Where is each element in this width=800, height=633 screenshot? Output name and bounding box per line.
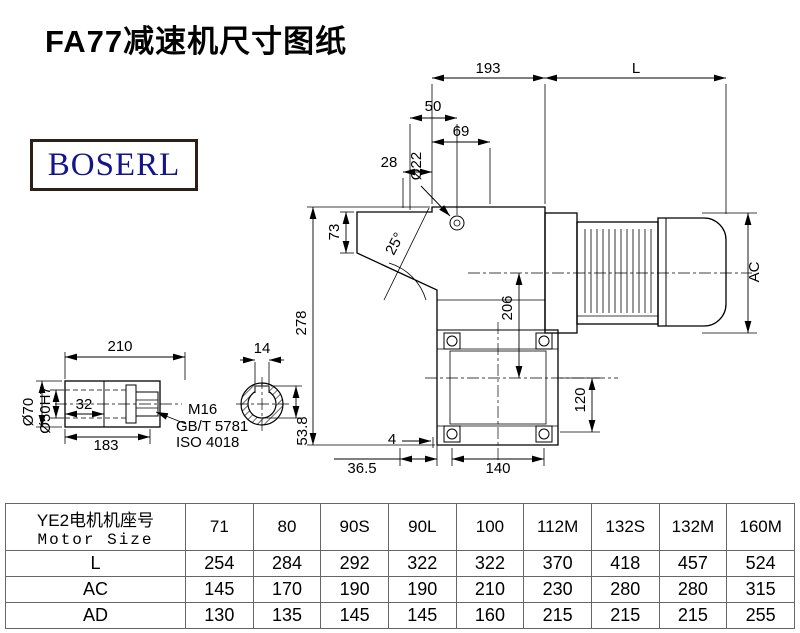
dim-value: 370 — [523, 550, 592, 577]
centerlines — [55, 272, 752, 468]
brand-logo: BOSERL — [30, 139, 198, 191]
table-header-en: Motor Size — [37, 530, 154, 549]
flange-bolt-holes — [443, 332, 553, 443]
table-row-L: L 254 284 292 322 322 370 418 457 524 — [5, 550, 795, 577]
dim-label-angle: 25° — [382, 230, 408, 258]
dim-label-120: 120 — [572, 387, 589, 412]
dim-value: 215 — [523, 602, 592, 629]
table-header-cell: YE2电机机座号 Motor Size — [5, 503, 186, 551]
dim-label-14: 14 — [254, 340, 271, 357]
dim-value: 135 — [252, 602, 322, 629]
dim-label-AC: AC — [746, 261, 763, 282]
dim-label-L: L — [632, 60, 640, 77]
mounting-hole — [449, 215, 465, 231]
dim-label-dia50: Ø50H7 — [37, 386, 54, 434]
dim-value: 418 — [590, 550, 660, 577]
dim-value: 284 — [252, 550, 322, 577]
dim-value: 322 — [387, 550, 457, 577]
dim-label-183: 183 — [93, 437, 118, 454]
dim-label-4: 4 — [388, 431, 396, 448]
hole-leader-line — [420, 185, 451, 217]
dim-value: 130 — [185, 602, 254, 629]
dim-value: 210 — [455, 576, 525, 603]
motor-size-col: 112M — [523, 503, 592, 551]
standard-gb-label: GB/T 5781 — [176, 418, 248, 435]
dim-value: 255 — [726, 602, 795, 629]
dim-label-73: 73 — [326, 224, 343, 241]
motor-cooling-fins — [581, 229, 655, 313]
dim-value: 254 — [185, 550, 254, 577]
dim-label-36-5: 36.5 — [347, 460, 376, 477]
dim-value: 292 — [320, 550, 389, 577]
row-label: AD — [5, 602, 186, 629]
motor-size-col: 132S — [590, 503, 660, 551]
motor — [544, 212, 727, 334]
dim-label-53-8: 53.8 — [294, 416, 311, 445]
dim-value: 280 — [658, 576, 728, 603]
dim-value: 280 — [590, 576, 660, 603]
row-label: AC — [5, 576, 186, 603]
motor-size-col: 160M — [726, 503, 795, 551]
dim-label-193: 193 — [475, 60, 500, 77]
dim-label-hole-dia: Ø22 — [408, 152, 425, 180]
dim-value: 524 — [726, 550, 795, 577]
dim-label-210: 210 — [107, 338, 132, 355]
dim-label-278: 278 — [293, 310, 310, 335]
motor-size-table: YE2电机机座号 Motor Size 71 80 90S 90L 100 11… — [5, 503, 795, 629]
dim-value: 190 — [387, 576, 457, 603]
dim-value: 322 — [455, 550, 525, 577]
dim-value: 190 — [320, 576, 389, 603]
table-header-cn: YE2电机机座号 — [36, 510, 155, 530]
motor-size-col: 100 — [455, 503, 525, 551]
table-header-row: YE2电机机座号 Motor Size 71 80 90S 90L 100 11… — [5, 503, 795, 551]
dim-value: 215 — [590, 602, 660, 629]
dim-label-50: 50 — [425, 98, 442, 115]
table-row-AC: AC 145 170 190 190 210 230 280 280 315 — [5, 576, 795, 603]
brand-logo-text: BOSERL — [47, 146, 181, 183]
page-title: FA77减速机尺寸图纸 — [45, 24, 348, 59]
motor-size-col: 80 — [252, 503, 322, 551]
dim-value: 145 — [320, 602, 389, 629]
dim-value: 215 — [658, 602, 728, 629]
dim-label-dia70: Ø70 — [20, 398, 37, 426]
dimension-labels: 193 L 50 69 28 Ø22 73 25° 278 206 AC 120… — [20, 60, 763, 477]
dim-label-206: 206 — [499, 295, 516, 320]
table-row-AD: AD 130 135 145 145 160 215 215 215 255 — [5, 602, 795, 629]
extension-lines — [36, 84, 757, 466]
dim-value: 457 — [658, 550, 728, 577]
standard-iso-label: ISO 4018 — [176, 434, 239, 451]
bolt-leader-line — [155, 411, 187, 425]
dim-label-69: 69 — [453, 123, 470, 140]
motor-size-col: 71 — [185, 503, 254, 551]
dim-label-28: 28 — [381, 154, 398, 171]
dim-value: 145 — [185, 576, 254, 603]
dim-value: 315 — [726, 576, 795, 603]
row-label: L — [5, 550, 186, 577]
dim-value: 160 — [455, 602, 525, 629]
dimension-lines — [38, 74, 752, 463]
motor-size-col: 132M — [658, 503, 728, 551]
dim-value: 145 — [387, 602, 457, 629]
dim-label-32: 32 — [76, 396, 93, 413]
motor-fan-cowl — [657, 217, 727, 327]
dim-label-140: 140 — [485, 460, 510, 477]
technical-drawing: 193 L 50 69 28 Ø22 73 25° 278 206 AC 120… — [20, 60, 763, 477]
motor-size-col: 90S — [320, 503, 389, 551]
dim-value: 230 — [523, 576, 592, 603]
dim-value: 170 — [252, 576, 322, 603]
motor-size-col: 90L — [387, 503, 457, 551]
bolt-spec-label: M16 — [188, 401, 217, 418]
